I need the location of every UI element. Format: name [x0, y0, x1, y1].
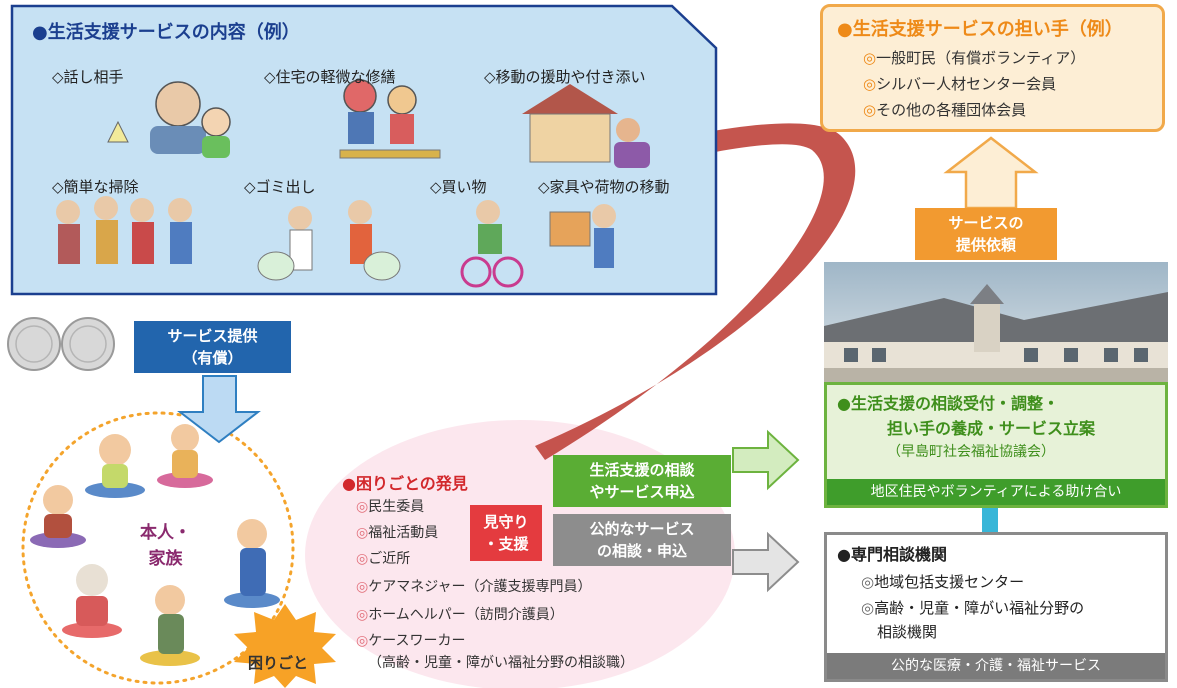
expert-item: 相談機関 — [877, 623, 938, 641]
discoverer-item: ◎ホームヘルパー（訪問介護員） — [356, 607, 564, 623]
talk-partner-illustration — [107, 81, 231, 158]
services-title: ●生活支援サービスの内容（例） — [32, 22, 300, 43]
bearer-item: ◎シルバー人材センター会員 — [863, 75, 1057, 93]
discoverer-item: ◎ケースワーカー — [356, 633, 466, 649]
discoverer-item: ◎民生委員 — [356, 499, 425, 515]
discoverer-item: ◎福祉活動員 — [356, 525, 439, 541]
family-label: 本人・ 家族 — [140, 523, 191, 569]
expert-footer: 公的な医療・介護・福祉サービス — [827, 653, 1165, 679]
shopping-illustration — [460, 200, 524, 288]
service-request-badge: サービスの 提供依頼 — [915, 208, 1057, 260]
up-arrow — [943, 136, 1039, 210]
council-name: （早島町社会福祉協議会） — [887, 444, 1055, 460]
expert-item: ◎地域包括支援センター — [861, 573, 1025, 591]
council-title: ●生活支援の相談受付・調整・ — [837, 394, 1059, 413]
discoverer-item-note: （高齢・児童・障がい福祉分野の相談職） — [368, 655, 634, 671]
curved-arrow — [430, 123, 856, 460]
service-item: ◇移動の援助や付き添い — [484, 68, 646, 86]
service-provision-badge: サービス提供 （有償） — [134, 321, 291, 373]
watch-support-badge: 見守り ・支援 — [470, 505, 542, 561]
bearers-box: ●生活支援サービスの担い手（例） ◎一般町民（有償ボランティア） ◎シルバー人材… — [820, 4, 1165, 132]
expert-title: ●専門相談機関 — [837, 545, 947, 564]
house-repair-illustration — [339, 79, 441, 159]
council-building-photo — [824, 262, 1168, 384]
moving-illustration — [549, 204, 616, 268]
family-illustration — [30, 424, 280, 666]
trouble-burst-icon — [234, 604, 336, 688]
services-panel: ●生活支援サービスの内容（例） ◇話し相手 ◇住宅の軽微な修繕 ◇移動の援助や付… — [10, 4, 718, 296]
service-item: ◇話し相手 — [52, 68, 124, 86]
green-arrow — [732, 429, 800, 491]
public-service-consult-badge: 公的なサービス の相談・申込 — [553, 514, 731, 566]
life-support-consult-badge: 生活支援の相談 やサービス申込 — [553, 455, 731, 507]
council-footer: 地区住民やボランティアによる助け合い — [827, 479, 1165, 505]
family-circle — [21, 411, 295, 685]
service-item: ◇住宅の軽微な修繕 — [264, 68, 396, 86]
gray-arrow — [732, 531, 800, 593]
discoverer-item: ◎ケアマネジャー（介護支援専門員） — [356, 579, 592, 595]
bearer-item: ◎その他の各種団体会員 — [863, 101, 1027, 119]
connector-bar — [982, 508, 998, 532]
garbage-illustration — [257, 200, 401, 281]
services-panel-shape — [10, 4, 718, 296]
trouble-label: 困りごと — [248, 654, 309, 672]
bearers-title: ●生活支援サービスの担い手（例） — [837, 19, 1123, 40]
council-title-line2: 担い手の養成・サービス立案 — [887, 419, 1096, 438]
service-item: ◇ゴミ出し — [244, 178, 316, 196]
house-illustration — [522, 84, 650, 168]
council-box: ●生活支援の相談受付・調整・ 担い手の養成・サービス立案 （早島町社会福祉協議会… — [824, 382, 1168, 508]
service-item: ◇買い物 — [430, 178, 487, 196]
expert-item: ◎高齢・児童・障がい福祉分野の — [861, 599, 1085, 617]
service-item: ◇簡単な掃除 — [52, 178, 139, 196]
discovery-title: ●困りごとの発見 — [342, 474, 468, 493]
cleaning-illustration — [56, 196, 192, 264]
down-arrow — [177, 375, 261, 444]
bearer-item: ◎一般町民（有償ボランティア） — [863, 49, 1086, 67]
expert-box: ●専門相談機関 ◎地域包括支援センター ◎高齢・児童・障がい福祉分野の 相談機関… — [824, 532, 1168, 682]
service-item: ◇家具や荷物の移動 — [538, 178, 670, 196]
discoverer-item: ◎ご近所 — [356, 551, 411, 567]
